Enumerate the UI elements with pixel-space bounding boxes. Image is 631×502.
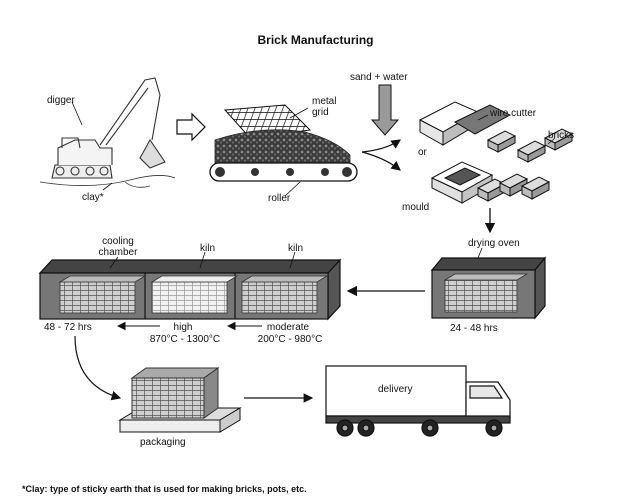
arrow-to-packaging bbox=[74, 335, 122, 401]
label-cooling-time: 48 - 72 hrs bbox=[44, 322, 92, 333]
digger-illustration bbox=[39, 77, 176, 188]
label-digger: digger bbox=[47, 95, 75, 106]
arrow-to-wire-cutter bbox=[361, 139, 401, 153]
label-metal-grid: metal grid bbox=[312, 96, 337, 118]
diagram-title: Brick Manufacturing bbox=[257, 33, 374, 47]
label-roller: roller bbox=[268, 193, 291, 204]
label-bricks: bricks bbox=[548, 130, 575, 141]
label-kiln-moderate: kiln bbox=[288, 243, 304, 254]
label-drying-oven: drying oven bbox=[468, 238, 520, 249]
label-moderate-temp: 200°C - 980°C bbox=[257, 334, 323, 345]
digger-leader-line bbox=[71, 101, 83, 126]
delivery-truck-illustration bbox=[325, 365, 511, 437]
bricks-leader-line bbox=[547, 137, 556, 145]
label-clay: clay* bbox=[82, 192, 104, 203]
packaging-pallet-illustration bbox=[118, 367, 242, 433]
roller-conveyor bbox=[209, 162, 358, 182]
kiln-tunnel-illustration bbox=[38, 258, 342, 321]
cooling-chamber-leader-line bbox=[109, 256, 119, 269]
wire-cutter-illustration bbox=[418, 101, 574, 163]
label-kiln-high: kiln bbox=[200, 243, 216, 254]
wire-cutter-leader-line bbox=[477, 114, 489, 121]
mould-illustration bbox=[430, 161, 551, 204]
footnote: *Clay: type of sticky earth that is used… bbox=[22, 484, 307, 494]
roller-leader-line bbox=[284, 181, 301, 197]
label-cooling-chamber: cooling chamber bbox=[98, 236, 138, 258]
label-high: high bbox=[173, 322, 193, 333]
label-moderate: moderate bbox=[266, 322, 310, 333]
label-or: or bbox=[418, 147, 427, 158]
outline-arrow-icon bbox=[176, 112, 206, 142]
label-mould: mould bbox=[402, 202, 430, 213]
kiln-high-leader-line bbox=[199, 251, 206, 269]
metal-grid-illustration bbox=[214, 104, 351, 166]
label-drying-time: 24 - 48 hrs bbox=[450, 323, 498, 334]
drying-oven-illustration bbox=[430, 256, 547, 320]
clay-leader-line bbox=[102, 182, 113, 191]
label-delivery: delivery bbox=[378, 384, 413, 395]
metal-grid-leader-line bbox=[289, 107, 309, 119]
label-packaging: packaging bbox=[140, 437, 186, 448]
arrow-to-mould bbox=[361, 151, 401, 171]
label-high-temp: 870°C - 1300°C bbox=[149, 334, 221, 345]
label-sand-water: sand + water bbox=[350, 72, 408, 83]
kiln-moderate-leader-line bbox=[289, 251, 296, 269]
label-wire-cutter: wire cutter bbox=[490, 108, 537, 119]
sand-water-arrow-icon bbox=[370, 84, 400, 136]
drying-oven-leader-line bbox=[477, 247, 483, 259]
